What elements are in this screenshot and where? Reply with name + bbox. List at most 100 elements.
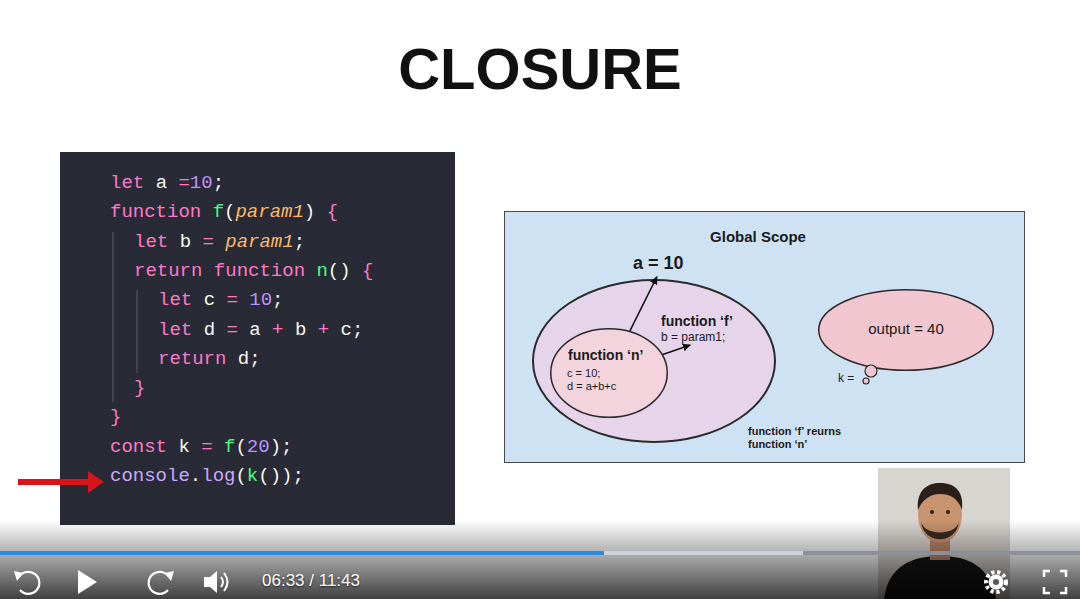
- play-icon: [78, 570, 97, 594]
- code-token: }: [110, 406, 121, 428]
- text-slot: Global Scope: [710, 228, 806, 246]
- ellipse-shape: [551, 329, 668, 418]
- text-slot: function ‘f’: [661, 313, 733, 330]
- volume-waves: [221, 573, 228, 591]
- code-token: ;: [281, 436, 292, 458]
- code-token: 10: [190, 172, 213, 194]
- title-slot: CLOSURE: [0, 40, 1080, 98]
- code-token: c: [204, 289, 215, 311]
- code-token: [226, 348, 237, 370]
- code-token: k: [178, 436, 189, 458]
- scope-variable: b = param1;: [661, 330, 725, 344]
- code-token: .: [190, 465, 201, 487]
- presenter-neck: [930, 538, 950, 560]
- code-token: [351, 260, 362, 282]
- settings-gear-hole: [993, 579, 999, 585]
- code-token: param1: [225, 231, 293, 253]
- webcam-frame: [878, 468, 1010, 599]
- text-slot: const k = f(20);: [110, 435, 292, 459]
- code-token: param1: [235, 201, 303, 223]
- label-slot: k =: [838, 371, 854, 385]
- code-token: return: [134, 260, 202, 282]
- code-panel: let a =10;function f(param1) {let b = pa…: [60, 152, 455, 525]
- code-token: let: [134, 231, 168, 253]
- code-token: ): [281, 465, 292, 487]
- code-token: (: [235, 436, 246, 458]
- code-line: let d = a + b + c;: [158, 318, 363, 342]
- code-token: +: [318, 319, 329, 341]
- code-token: [238, 289, 249, 311]
- code-token: (: [235, 465, 246, 487]
- code-token: d: [238, 348, 249, 370]
- presenter-hair: [918, 483, 962, 510]
- code-token: ): [304, 201, 315, 223]
- code-token: [261, 319, 272, 341]
- indent-guide: [137, 290, 138, 373]
- code-token: [213, 436, 224, 458]
- thought-bubble: [865, 365, 877, 377]
- code-token: [167, 436, 178, 458]
- code-token: [190, 436, 201, 458]
- code-token: ;: [213, 172, 224, 194]
- scope-heading: function ‘f’: [661, 313, 733, 330]
- code-token: {: [362, 260, 373, 282]
- forward-icon-head: [165, 571, 174, 581]
- code-token: [168, 231, 179, 253]
- code-token: let: [158, 319, 192, 341]
- pointer-arrow-head: [88, 471, 104, 493]
- code-token: c: [341, 319, 352, 341]
- scope-variable: c = 10;: [567, 367, 600, 380]
- code-token: f: [213, 201, 224, 223]
- code-line: let b = param1;: [134, 230, 305, 254]
- code-token: (: [328, 260, 339, 282]
- presenter-eye: [930, 510, 934, 514]
- progress-track: [0, 551, 1080, 555]
- presenter-beard: [921, 522, 959, 539]
- code-token: return: [158, 348, 226, 370]
- code-token: =: [201, 436, 212, 458]
- presenter-eye: [946, 510, 950, 514]
- scope-note: function ‘f’ reurns function ‘n’: [748, 425, 860, 451]
- scope-heading: function ‘n’: [568, 347, 643, 364]
- code-token: ;: [294, 231, 305, 253]
- code-token: function: [214, 260, 305, 282]
- text-slot: }: [110, 405, 121, 429]
- text-slot: output = 40: [868, 320, 943, 338]
- slide-title: CLOSURE: [0, 40, 1080, 98]
- ellipse-shape: [533, 280, 775, 442]
- code-line: let a =10;: [110, 171, 224, 195]
- text-slot: return d;: [158, 347, 261, 371]
- text-slot: let c = 10;: [158, 288, 283, 312]
- code-token: k: [247, 465, 258, 487]
- code-token: b: [180, 231, 191, 253]
- code-token: d: [204, 319, 215, 341]
- code-line: let c = 10;: [158, 288, 283, 312]
- presenter-shirt: [884, 556, 996, 599]
- output-text: output = 40: [868, 320, 943, 338]
- fullscreen-icon: [1044, 571, 1066, 593]
- code-token: ): [270, 465, 281, 487]
- variable-label: k =: [838, 371, 854, 385]
- text-slot: let b = param1;: [134, 230, 305, 254]
- code-token: [329, 319, 340, 341]
- code-token: [201, 201, 212, 223]
- output-bubble: output = 40: [818, 289, 994, 371]
- text-slot: console.log(k());: [110, 464, 304, 488]
- code-token: [191, 231, 202, 253]
- code-token: [283, 319, 294, 341]
- code-token: [192, 319, 203, 341]
- code-token: f: [224, 436, 235, 458]
- code-token: [214, 231, 225, 253]
- code-token: [167, 172, 178, 194]
- indent-guide: [113, 232, 114, 402]
- text-slot: d = a+b+c: [567, 380, 616, 393]
- code-token: =: [226, 289, 237, 311]
- code-token: a: [249, 319, 260, 341]
- code-token: function: [110, 201, 201, 223]
- code-token: 20: [247, 436, 270, 458]
- code-token: [192, 289, 203, 311]
- text-slot: function ‘f’ reurns function ‘n’: [748, 425, 860, 451]
- code-token: log: [201, 465, 235, 487]
- code-token: console: [110, 465, 190, 487]
- code-token: [305, 260, 316, 282]
